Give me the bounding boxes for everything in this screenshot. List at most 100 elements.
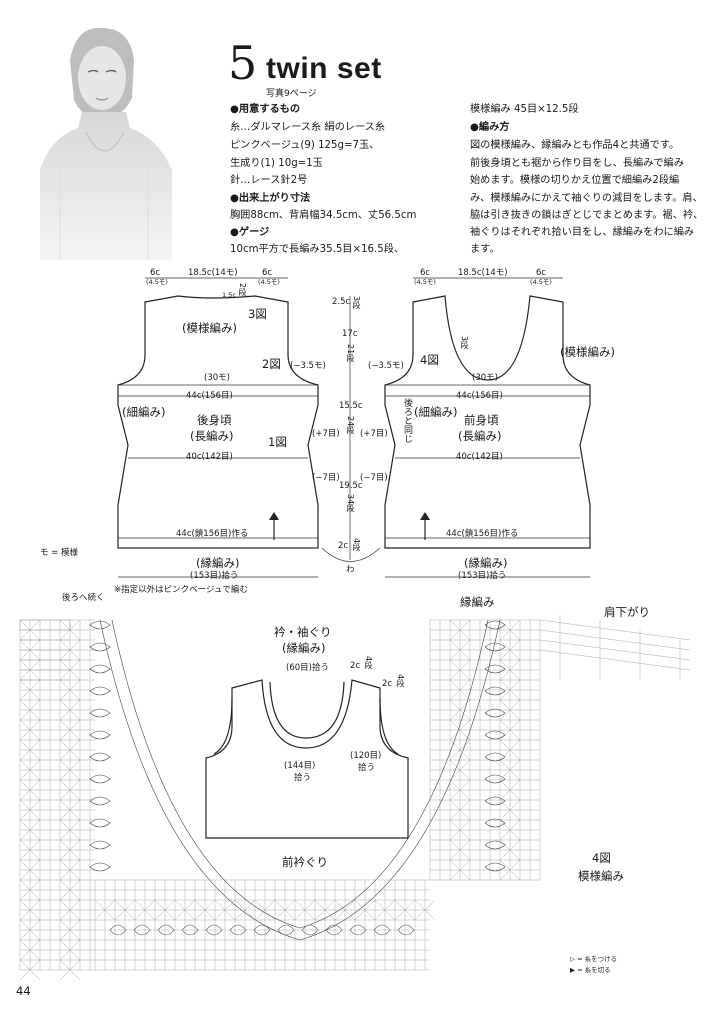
- front-edge-label: (縁編み): [464, 556, 508, 570]
- back-top-right-sub: (4.5モ): [258, 278, 280, 286]
- center-dim-2: 17c: [342, 329, 358, 339]
- center-minus7-left: (−7目): [312, 473, 340, 483]
- gauge-continued: 模様編み 45目×12.5段: [470, 104, 579, 115]
- page-number: 44: [16, 984, 31, 998]
- back-neck-rows: 2段: [238, 283, 247, 297]
- continue-to-back: 後ろへ続く: [62, 593, 105, 603]
- back-plus7: (+7目): [312, 429, 340, 439]
- front-top-right-sub: (4.5モ): [530, 278, 552, 286]
- attach-yarn-legend: ▷ = 糸をつける: [570, 955, 618, 963]
- front-fig4: 4図: [420, 353, 439, 367]
- front-top-left-dim: 6c: [420, 268, 431, 278]
- back-armhole-width: (30モ): [204, 373, 230, 383]
- front-pickup: (153目)拾う: [458, 571, 507, 581]
- bottom-chart-grid: [94, 879, 436, 971]
- collar-pickup-120b: 拾う: [358, 763, 376, 773]
- back-top-right-dim: 6c: [262, 268, 273, 278]
- collar-rim-1-rows: 4段: [364, 656, 373, 670]
- back-armhole-dec: (−3.5モ): [290, 361, 326, 371]
- center-dim-5-rows: 4段: [352, 538, 361, 552]
- front-top-mid-dim: 18.5c(14モ): [458, 268, 508, 278]
- pattern-number: 5: [228, 36, 258, 90]
- center-dim-3-rows: 24段: [346, 416, 355, 435]
- collar-title: 衿・袖ぐり: [274, 625, 332, 639]
- collar-pickup-144: (144目): [284, 761, 316, 771]
- center-dim-4-rows: 34段: [346, 494, 355, 513]
- back-top-mid-dim: 18.5c(14モ): [188, 268, 238, 278]
- back-fig3: 3図: [248, 307, 267, 321]
- left-chart-grid: [19, 619, 95, 981]
- materials-line: 糸…ダルマレース糸 絹のレース糸: [230, 122, 386, 133]
- collar-sub: (縁編み): [282, 641, 326, 655]
- cut-yarn-legend: ▶ = 糸を切る: [570, 966, 611, 974]
- edging-label: 縁編み: [460, 595, 495, 609]
- edging-fan-motifs: [89, 619, 506, 941]
- gauge-heading: ●ゲージ: [230, 227, 270, 238]
- front-armhole-dec: (−3.5モ): [368, 361, 404, 371]
- front-armhole-width: (30モ): [472, 373, 498, 383]
- back-chain-start: 44c(鎖156目)作る: [176, 529, 249, 539]
- center-dim-3: 15.5c: [339, 401, 363, 411]
- materials-line: 針…レース針2号: [230, 175, 308, 186]
- legend-note: モ = 模様: [40, 548, 79, 558]
- color-note: ※指定以外はピンクベージュで編む: [114, 585, 248, 595]
- center-minus7-right: (−7目): [360, 473, 388, 483]
- center-dim-1: 2.5c: [332, 297, 351, 307]
- back-neck-drop: 1.5c: [222, 291, 236, 299]
- instructions-line: ます。: [470, 244, 500, 255]
- materials-heading: ●用意するもの: [230, 104, 301, 115]
- shoulder-slope-label: 肩下がり: [604, 605, 650, 619]
- center-dim-2-rows: 21段: [346, 344, 355, 363]
- front-width-40: 40c(142目): [456, 452, 503, 462]
- collar-rim-1: 2c: [350, 661, 361, 671]
- back-width-40: 40c(142目): [186, 452, 233, 462]
- back-sc-label: (細編み): [122, 405, 166, 419]
- size-text: 胸囲88cm、背肩幅34.5cm、丈56.5cm: [230, 210, 417, 221]
- collar-pickup-144b: 拾う: [294, 773, 312, 783]
- back-top-left-sub: (4.5モ): [146, 278, 168, 286]
- back-stitch: (長編み): [190, 429, 234, 443]
- front-pattern-label: (模様編み): [560, 345, 615, 359]
- instructions-line: 図の模様編み、縁編みとも作品4と共通です。: [470, 140, 680, 151]
- instructions-line: 始めます。模様の切りかえ位置で細編み2段編: [470, 175, 680, 186]
- center-wa: わ: [346, 565, 355, 575]
- center-dim-5: 2c: [338, 541, 349, 551]
- page-title: twin set: [266, 52, 382, 85]
- pattern-bottom-label: 模様編み: [578, 869, 624, 883]
- front-neckline-label: 前衿ぐり: [282, 855, 328, 869]
- model-photo: [40, 20, 172, 260]
- collar-rim-2: 2c: [382, 679, 393, 689]
- back-fig1: 1図: [268, 435, 287, 449]
- cut-yarn-icon: ▶: [570, 966, 578, 974]
- front-name: 前身頃: [464, 413, 499, 427]
- materials-line: ピンクベージュ(9) 125g=7玉、: [230, 140, 380, 151]
- instructions-heading: ●編み方: [470, 122, 510, 133]
- front-width-44: 44c(156目): [456, 391, 503, 401]
- gauge-text: 10cm平方で長編み35.5目×16.5段、: [230, 244, 405, 255]
- back-name: 後身頃: [197, 413, 232, 427]
- front-sc-label: (細編み): [414, 405, 458, 419]
- size-heading: ●出来上がり寸法: [230, 193, 311, 204]
- front-plus7: (+7目): [360, 429, 388, 439]
- back-pattern-label: (模様編み): [182, 321, 237, 335]
- attach-yarn-icon: ▷: [570, 955, 578, 963]
- front-top-right-dim: 6c: [536, 268, 547, 278]
- back-width-44: 44c(156目): [186, 391, 233, 401]
- collar-pickup-120: (120目): [350, 751, 382, 761]
- photo-reference: 写真9ページ: [266, 89, 317, 99]
- fig4-bottom-label: 4図: [592, 851, 611, 865]
- back-edge-label: (縁編み): [196, 556, 240, 570]
- front-chain-start: 44c(鎖156目)作る: [446, 529, 519, 539]
- front-neck-rows: 3段: [460, 336, 469, 350]
- collar-pickup-60: (60目)拾う: [286, 663, 329, 673]
- front-top-left-sub: (4.5モ): [414, 278, 436, 286]
- back-top-left-dim: 6c: [150, 268, 161, 278]
- instructions-line: み、模様編みにかえて袖ぐりの減目をします。肩、: [470, 193, 703, 204]
- back-fig2: 2図: [262, 357, 281, 371]
- materials-line: 生成り(1) 10g=1玉: [230, 158, 323, 169]
- center-dim-1-rows: 3段: [352, 296, 361, 310]
- front-same-as-back: 後ろと同じ: [402, 398, 412, 443]
- back-pickup: (153目)拾う: [190, 571, 239, 581]
- collar-rim-2-rows: 4段: [396, 674, 405, 688]
